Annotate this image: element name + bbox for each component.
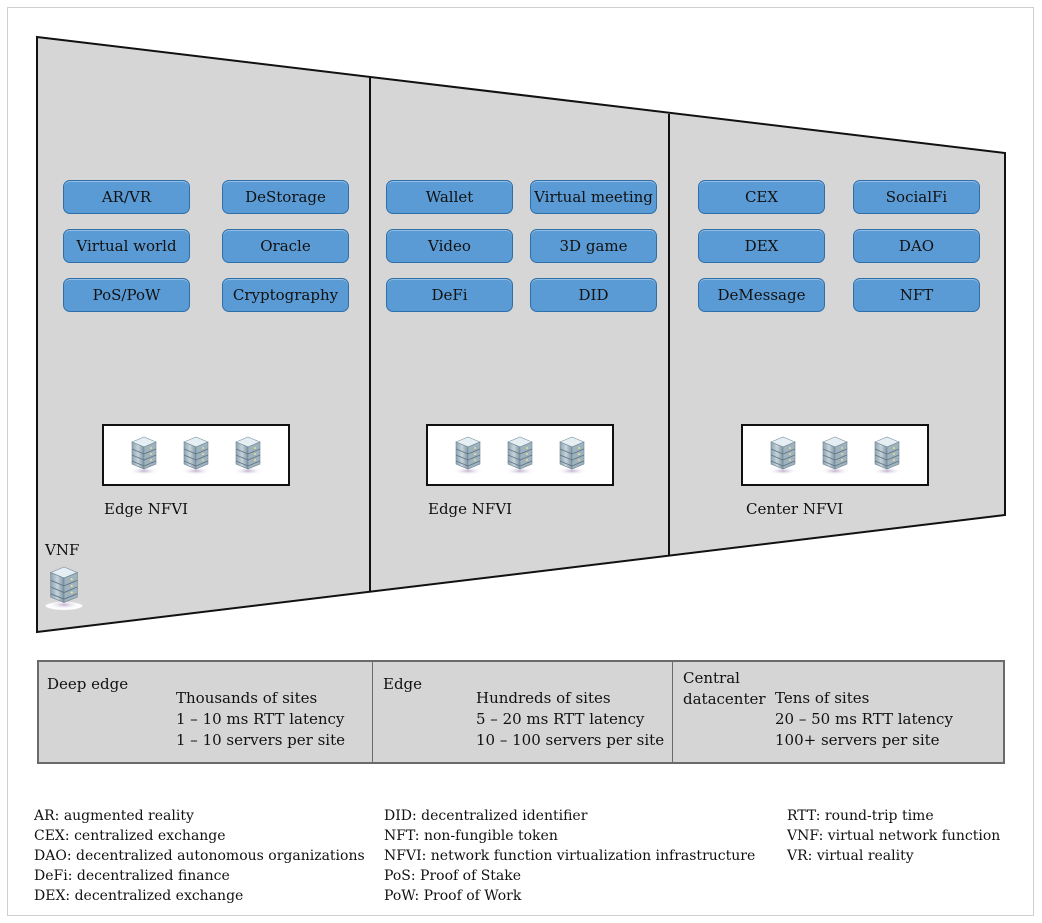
app-defi: DeFi xyxy=(386,278,513,312)
glossary-item: DEX: decentralized exchange xyxy=(34,888,244,904)
tier-servers: 1 – 10 servers per site xyxy=(176,731,345,749)
glossary-item: DeFi: decentralized finance xyxy=(34,868,230,884)
nfvi-box-3 xyxy=(741,424,929,486)
tier-servers: 100+ servers per site xyxy=(775,731,940,749)
glossary-col-3: RTT: round-trip time VNF: virtual networ… xyxy=(787,806,1000,866)
nfvi-label-1: Edge NFVI xyxy=(104,500,189,518)
server-icon xyxy=(44,562,84,612)
server-icon xyxy=(230,434,266,476)
tier-latency: 20 – 50 ms RTT latency xyxy=(775,710,953,728)
tier-edge: Edge Hundreds of sites 5 – 20 ms RTT lat… xyxy=(372,662,672,762)
app-destorage: DeStorage xyxy=(222,180,349,214)
app-virtual-world: Virtual world xyxy=(63,229,190,263)
server-icon xyxy=(450,434,486,476)
server-icon xyxy=(502,434,538,476)
app-dao: DAO xyxy=(853,229,980,263)
vnf-label: VNF xyxy=(45,541,80,559)
tier-name: Edge xyxy=(383,675,423,693)
panel-background xyxy=(36,35,1006,634)
tier-sites: Tens of sites xyxy=(775,689,870,707)
app-wallet: Wallet xyxy=(386,180,513,214)
glossary-item: CEX: centralized exchange xyxy=(34,828,226,844)
glossary-col-2: DID: decentralized identifier NFT: non-f… xyxy=(384,806,755,906)
server-icon xyxy=(554,434,590,476)
tier-servers: 10 – 100 servers per site xyxy=(476,731,665,749)
glossary-item: RTT: round-trip time xyxy=(787,808,934,824)
tier-name-line1: Central xyxy=(683,669,740,687)
tier-name: Deep edge xyxy=(47,675,129,693)
nfvi-box-2 xyxy=(426,424,614,486)
glossary-item: PoW: Proof of Work xyxy=(384,888,522,904)
app-cryptography: Cryptography xyxy=(222,278,349,312)
app-cex: CEX xyxy=(698,180,825,214)
tier-latency: 1 – 10 ms RTT latency xyxy=(176,710,345,728)
tier-latency: 5 – 20 ms RTT latency xyxy=(476,710,645,728)
app-virtual-meeting: Virtual meeting xyxy=(530,180,657,214)
tier-table: Deep edge Thousands of sites 1 – 10 ms R… xyxy=(37,660,1005,764)
server-icon xyxy=(817,434,853,476)
glossary-item: AR: augmented reality xyxy=(34,808,194,824)
tier-sites: Thousands of sites xyxy=(176,689,318,707)
glossary-item: PoS: Proof of Stake xyxy=(384,868,522,884)
glossary-item: VNF: virtual network function xyxy=(787,828,1001,844)
figure-frame xyxy=(7,7,1034,916)
app-nft: NFT xyxy=(853,278,980,312)
server-icon xyxy=(869,434,905,476)
glossary-item: NFVI: network function virtualization in… xyxy=(384,848,756,864)
app-socialfi: SocialFi xyxy=(853,180,980,214)
glossary-item: VR: virtual reality xyxy=(787,848,914,864)
app-3d-game: 3D game xyxy=(530,229,657,263)
tier-deep-edge: Deep edge Thousands of sites 1 – 10 ms R… xyxy=(39,662,372,762)
nfvi-box-1 xyxy=(102,424,290,486)
app-pos-pow: PoS/PoW xyxy=(63,278,190,312)
glossary-item: DAO: decentralized autonomous organizati… xyxy=(34,848,365,864)
deployment-panel xyxy=(36,35,1006,634)
app-did: DID xyxy=(530,278,657,312)
glossary-col-1: AR: augmented reality CEX: centralized e… xyxy=(34,806,365,906)
app-oracle: Oracle xyxy=(222,229,349,263)
tier-name-line2: datacenter xyxy=(683,690,766,708)
tier-sites: Hundreds of sites xyxy=(476,689,611,707)
server-icon xyxy=(126,434,162,476)
glossary-item: DID: decentralized identifier xyxy=(384,808,588,824)
tier-central-datacenter: Central datacenter Tens of sites 20 – 50… xyxy=(672,662,1003,762)
app-ar-vr: AR/VR xyxy=(63,180,190,214)
app-demessage: DeMessage xyxy=(698,278,825,312)
glossary-item: NFT: non-fungible token xyxy=(384,828,558,844)
app-video: Video xyxy=(386,229,513,263)
server-icon xyxy=(765,434,801,476)
nfvi-label-2: Edge NFVI xyxy=(428,500,513,518)
server-icon xyxy=(178,434,214,476)
nfvi-label-3: Center NFVI xyxy=(746,500,844,518)
app-dex: DEX xyxy=(698,229,825,263)
